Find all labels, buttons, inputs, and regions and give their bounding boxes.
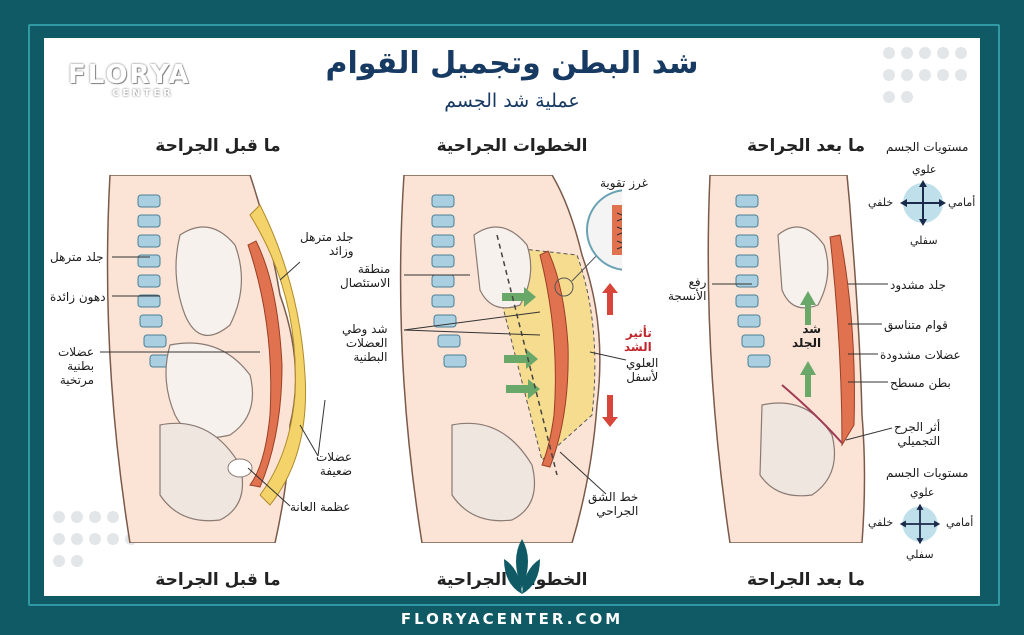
planes-title-bottom: مستويات الجسم	[886, 466, 969, 480]
brand-logo-sub: CENTER	[112, 88, 174, 99]
planes-title-top: مستويات الجسم	[886, 140, 969, 154]
plane-up-bottom: علوي	[910, 486, 935, 499]
before-title: ما قبل الجراحة	[155, 136, 281, 156]
label-tight-skin: جلد مشدود	[890, 278, 947, 292]
planes-compass-bottom	[899, 503, 941, 545]
plane-back-bottom: خلفي	[868, 516, 894, 529]
inner-border	[28, 24, 1000, 606]
plane-down-top: سفلي	[910, 234, 938, 247]
before-footer: ما قبل الجراحة	[155, 570, 281, 590]
label-incision-line: خط الشق الجراحي	[588, 490, 639, 518]
leaf-emblem-icon	[504, 539, 540, 594]
label-harmonious-body: قوام متناسق	[884, 318, 948, 332]
label-lift-effect: تأثير الشد	[624, 326, 652, 354]
plane-down-bottom: سفلي	[906, 548, 934, 561]
label-reinforce-stitches: غرز تقوية	[600, 176, 648, 190]
steps-title: الخطوات الجراحية	[436, 136, 588, 156]
label-weak-muscles: عضلات ضعيفة	[316, 450, 353, 478]
plane-front-top: أمامي	[948, 196, 976, 209]
label-skin-lift: شد الجلد	[792, 322, 822, 350]
brand-logo: FLORYA	[68, 60, 191, 90]
label-scar: أثر الجرح التجميلي	[894, 420, 941, 448]
page-subtitle: عملية شد الجسم	[444, 90, 580, 112]
label-tissue-lift: رفع الأنسجة	[668, 275, 707, 303]
decor-dots-bottom	[50, 508, 140, 574]
plane-front-bottom: أمامي	[946, 516, 974, 529]
label-excess-skin: جلد مترهل وزائد	[300, 230, 354, 258]
label-sagging-skin: جلد مترهل	[50, 250, 104, 264]
plane-up-top: علوي	[912, 163, 937, 176]
label-excision-zone: منطقة الاستئصال	[340, 262, 391, 290]
planes-compass-top	[900, 180, 946, 226]
label-tightened-muscles: عضلات مشدودة	[880, 348, 961, 362]
plane-back-top: خلفي	[868, 196, 894, 209]
label-pubic-bone: عظمة العانة	[290, 500, 351, 514]
after-illustration	[707, 175, 866, 543]
after-title: ما بعد الجراحة	[747, 136, 865, 156]
label-lax-muscles: عضلات بطنية مرتخية	[58, 345, 95, 387]
label-upper-down: العلوي لأسفل	[626, 356, 659, 384]
page-title: شد البطن وتجميل القوام	[325, 46, 699, 81]
label-muscle-tightening: شد وطي العضلات البطنية	[342, 322, 388, 364]
label-flat-belly: بطن مسطح	[890, 376, 951, 390]
steps-illustration	[399, 175, 622, 543]
before-illustration	[106, 175, 307, 543]
brand-url: FLORYACENTER.COM	[400, 610, 624, 628]
label-excess-fat: دهون زائدة	[50, 290, 106, 304]
after-footer: ما بعد الجراحة	[747, 570, 865, 590]
decor-dots-top	[880, 44, 970, 110]
